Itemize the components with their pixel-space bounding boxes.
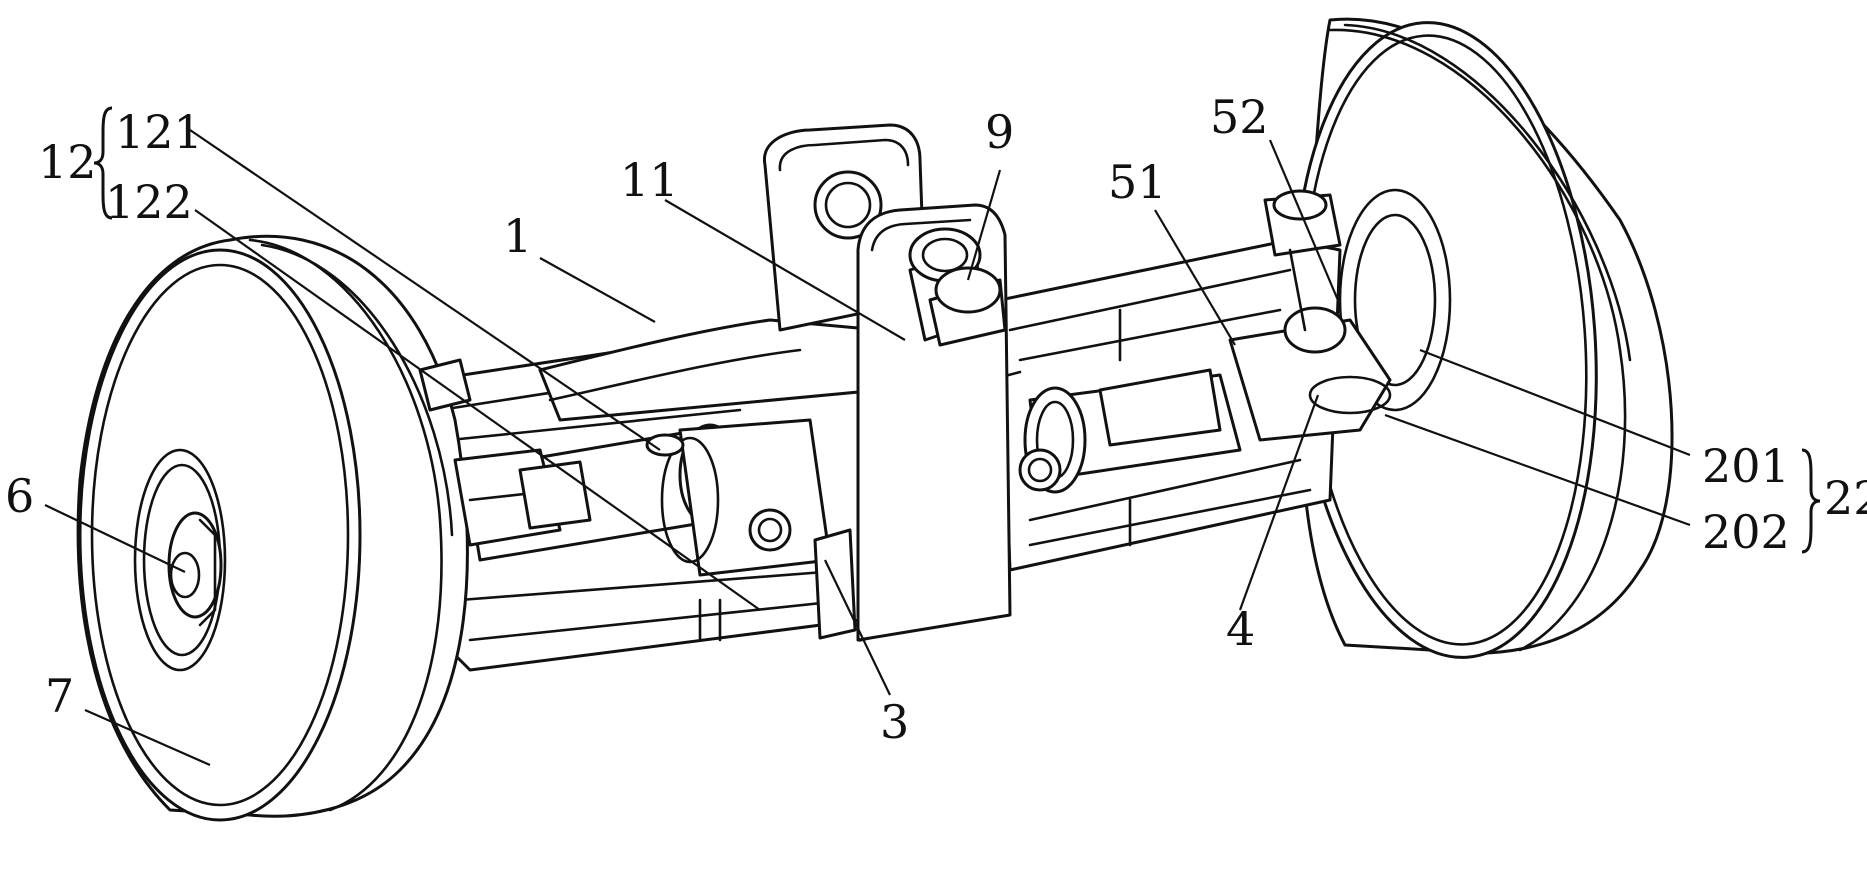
label-4: 4 (1226, 602, 1255, 656)
leader-1 (540, 258, 655, 322)
label-12: 12 (38, 135, 97, 189)
label-122: 122 (105, 175, 193, 229)
label-22: 22 (1824, 471, 1867, 525)
brace-22 (1802, 450, 1820, 552)
label-3: 3 (880, 695, 909, 749)
label-6: 6 (5, 469, 34, 523)
label-9: 9 (985, 105, 1014, 159)
label-1: 1 (503, 209, 532, 263)
label-11: 11 (620, 153, 679, 207)
label-121: 121 (115, 105, 203, 159)
label-201: 201 (1702, 439, 1790, 493)
label-52: 52 (1210, 90, 1269, 144)
label-7: 7 (45, 669, 74, 723)
label-51: 51 (1108, 155, 1167, 209)
label-202: 202 (1702, 505, 1790, 559)
